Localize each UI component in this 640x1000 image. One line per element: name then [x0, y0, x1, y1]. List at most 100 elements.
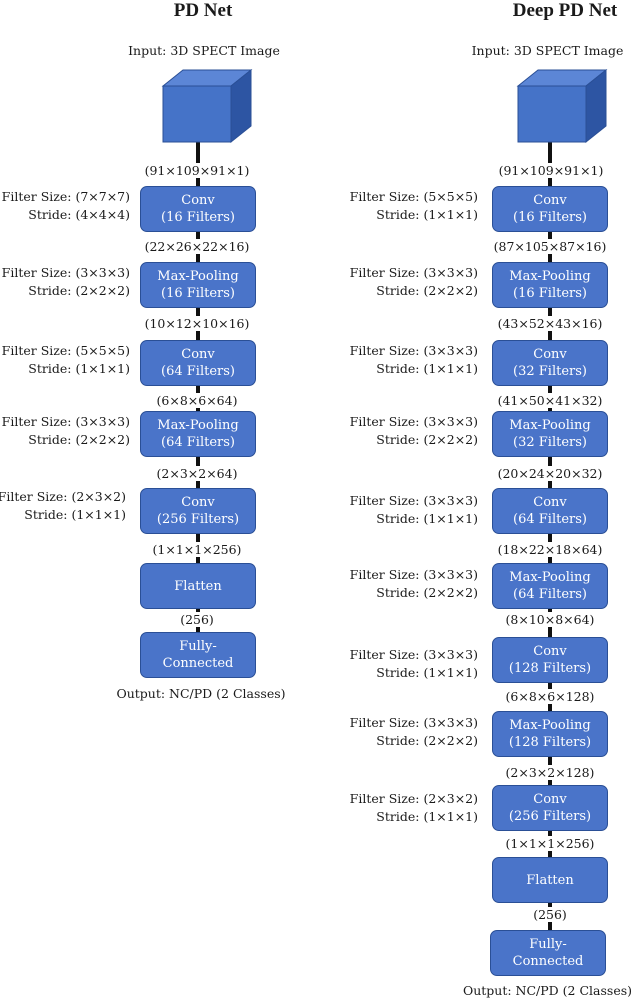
stride: Stride: (2×2×2) [376, 733, 478, 748]
layer-filters: (64 Filters) [161, 435, 235, 450]
pd-net-input-label: Input: 3D SPECT Image [128, 43, 280, 58]
layer-filters: (32 Filters) [513, 435, 587, 450]
layer-filters: (128 Filters) [508, 661, 592, 676]
pd-net-layer-4-params: Filter Size: (3×3×3) Stride: (2×2×2) [2, 413, 130, 449]
pd-net-output-label: Output: NC/PD (2 Classes) [116, 686, 286, 701]
deep-pd-net-layer-9-params: Filter Size: (2×3×2) Stride: (1×1×1) [350, 790, 478, 826]
filter-size: Filter Size: (3×3×3) [349, 647, 478, 662]
stride: Stride: (2×2×2) [376, 283, 478, 298]
layer-name-cont: Connected [512, 954, 584, 969]
layer-filters: (32 Filters) [513, 364, 587, 379]
deep-pd-net-diagram: Deep PD Net Input: 3D SPECT Image (91×10… [350, 0, 640, 1000]
stride: Stride: (2×2×2) [28, 432, 130, 447]
layer-name: Flatten [174, 578, 222, 594]
layer-filters: (128 Filters) [508, 735, 592, 750]
stride: Stride: (1×1×1) [376, 361, 478, 376]
pd-net-layer-1-params: Filter Size: (7×7×7) Stride: (4×4×4) [2, 188, 130, 224]
layer-name: Conv [181, 495, 215, 510]
pd-net-layer-3-params: Filter Size: (5×5×5) Stride: (1×1×1) [2, 342, 130, 378]
layer-name: Max-Pooling [509, 570, 591, 585]
stride: Stride: (1×1×1) [28, 361, 130, 376]
deep-pd-net-input-label: Input: 3D SPECT Image [471, 43, 624, 58]
layer-name: Max-Pooling [509, 269, 591, 284]
pd-net-dim-1: (22×26×22×16) [138, 239, 256, 254]
deep-pd-net-layer-7-params: Filter Size: (3×3×3) Stride: (1×1×1) [350, 646, 478, 682]
pd-net-title: PD Net [173, 0, 233, 21]
deep-pd-net-fully-connected-layer: Fully- Connected [490, 930, 606, 976]
deep-pd-net-layer-6-params: Filter Size: (3×3×3) Stride: (2×2×2) [350, 566, 478, 602]
deep-pd-net-conv-layer-3: Conv (64 Filters) [492, 488, 608, 534]
filter-size: Filter Size: (3×3×3) [1, 414, 130, 429]
layer-name: Flatten [526, 872, 574, 888]
pd-net-layer-5-params: Filter Size: (2×3×2) Stride: (1×1×1) [0, 488, 126, 524]
pd-net-input-cube [161, 68, 253, 144]
filter-size: Filter Size: (3×3×3) [349, 567, 478, 582]
deep-pd-net-input-cube [516, 68, 608, 144]
layer-name: Conv [533, 644, 567, 659]
layer-filters: (64 Filters) [161, 364, 235, 379]
filter-size: Filter Size: (2×3×2) [0, 489, 126, 504]
deep-pd-net-dim-9: (1×1×1×256) [500, 836, 600, 851]
pd-net-dim-0: (91×109×91×1) [140, 163, 254, 178]
filter-size: Filter Size: (5×5×5) [1, 343, 130, 358]
deep-pd-net-layer-5-params: Filter Size: (3×3×3) Stride: (1×1×1) [350, 492, 478, 528]
pd-net-dim-6: (256) [176, 612, 218, 627]
pd-net-flow-line [196, 140, 200, 635]
layer-name: Conv [533, 792, 567, 807]
deep-pd-net-flatten-layer: Flatten [492, 857, 608, 903]
layer-filters: (16 Filters) [513, 286, 587, 301]
filter-size: Filter Size: (3×3×3) [349, 265, 478, 280]
deep-pd-net-maxpool-layer-3: Max-Pooling (64 Filters) [492, 563, 608, 609]
stride: Stride: (2×2×2) [376, 432, 478, 447]
layer-filters: (256 Filters) [508, 809, 592, 824]
layer-filters: (16 Filters) [161, 286, 235, 301]
deep-pd-net-maxpool-layer-2: Max-Pooling (32 Filters) [492, 411, 608, 457]
deep-pd-net-dim-8: (2×3×2×128) [495, 765, 605, 780]
layer-name-cont: Connected [162, 656, 234, 671]
deep-pd-net-dim-6: (8×10×8×64) [500, 612, 600, 627]
layer-name: Fully- [179, 639, 217, 654]
deep-pd-net-layer-3-params: Filter Size: (3×3×3) Stride: (1×1×1) [350, 342, 478, 378]
filter-size: Filter Size: (7×7×7) [1, 189, 130, 204]
deep-pd-net-layer-1-params: Filter Size: (5×5×5) Stride: (1×1×1) [350, 188, 478, 224]
pd-net-maxpool-layer-2: Max-Pooling (64 Filters) [140, 411, 256, 457]
deep-pd-net-conv-layer-5: Conv (256 Filters) [492, 785, 608, 831]
deep-pd-net-layer-8-params: Filter Size: (3×3×3) Stride: (2×2×2) [350, 714, 478, 750]
filter-size: Filter Size: (3×3×3) [349, 343, 478, 358]
layer-filters: (16 Filters) [161, 210, 235, 225]
layer-filters: (16 Filters) [513, 210, 587, 225]
deep-pd-net-dim-4: (20×24×20×32) [490, 466, 610, 481]
deep-pd-net-conv-layer-4: Conv (128 Filters) [492, 637, 608, 683]
filter-size: Filter Size: (5×5×5) [349, 189, 478, 204]
deep-pd-net-dim-3: (41×50×41×32) [490, 393, 610, 408]
filter-size: Filter Size: (3×3×3) [349, 414, 478, 429]
layer-name: Conv [181, 193, 215, 208]
deep-pd-net-dim-1: (87×105×87×16) [487, 239, 613, 254]
pd-net-conv-layer-2: Conv (64 Filters) [140, 340, 256, 386]
layer-name: Conv [533, 347, 567, 362]
pd-net-conv-layer-1: Conv (16 Filters) [140, 186, 256, 232]
stride: Stride: (1×1×1) [376, 665, 478, 680]
stride: Stride: (2×2×2) [376, 585, 478, 600]
deep-pd-net-dim-5: (18×22×18×64) [490, 542, 610, 557]
deep-pd-net-flow-line [548, 140, 552, 935]
layer-filters: (64 Filters) [513, 587, 587, 602]
pd-net-dim-5: (1×1×1×256) [146, 542, 248, 557]
layer-filters: (64 Filters) [513, 512, 587, 527]
stride: Stride: (1×1×1) [376, 809, 478, 824]
deep-pd-net-dim-10: (256) [529, 907, 571, 922]
pd-net-maxpool-layer-1: Max-Pooling (16 Filters) [140, 262, 256, 308]
layer-name: Max-Pooling [509, 418, 591, 433]
filter-size: Filter Size: (3×3×3) [1, 265, 130, 280]
layer-filters: (256 Filters) [156, 512, 240, 527]
pd-net-dim-4: (2×3×2×64) [146, 466, 248, 481]
filter-size: Filter Size: (3×3×3) [349, 715, 478, 730]
pd-net-diagram: PD Net Input: 3D SPECT Image (91×109×91×… [0, 0, 286, 701]
pd-net-conv-layer-3: Conv (256 Filters) [140, 488, 256, 534]
layer-name: Max-Pooling [509, 718, 591, 733]
stride: Stride: (2×2×2) [28, 283, 130, 298]
filter-size: Filter Size: (2×3×2) [349, 791, 478, 806]
pd-net-flatten-layer: Flatten [140, 563, 256, 609]
layer-name: Max-Pooling [157, 269, 239, 284]
filter-size: Filter Size: (3×3×3) [349, 493, 478, 508]
